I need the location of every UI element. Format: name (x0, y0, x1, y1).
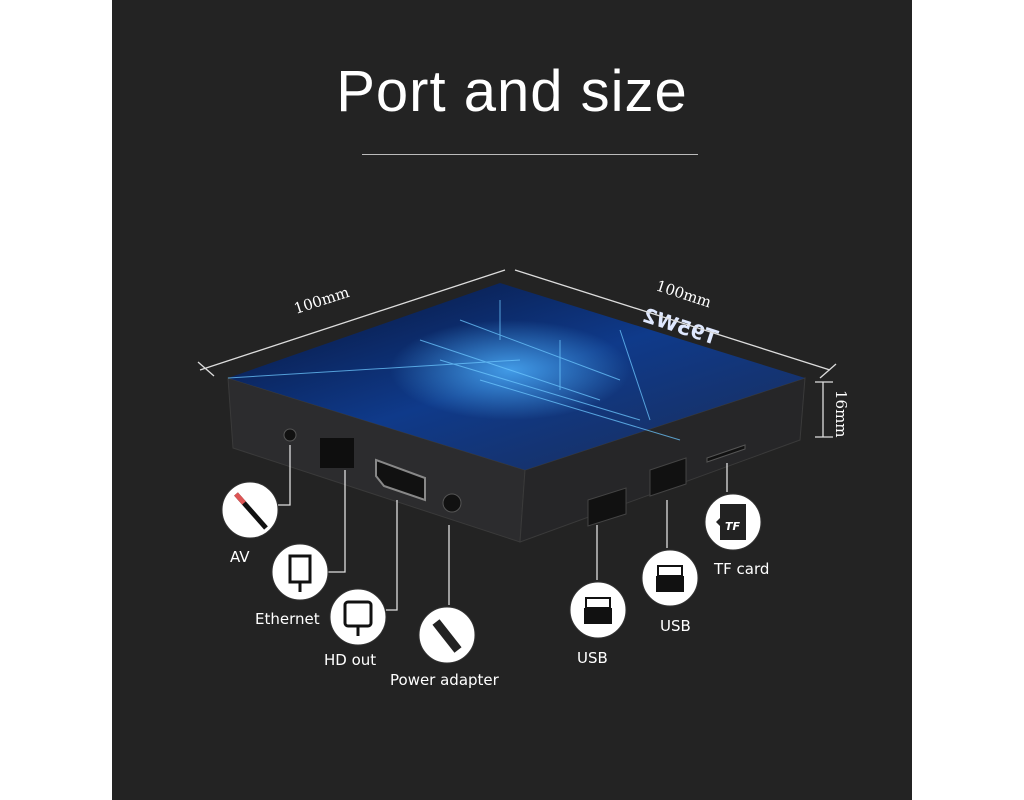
dimension-lines (197, 269, 837, 438)
hdmi-icon (329, 588, 387, 646)
label-power-adapter: Power adapter (390, 671, 500, 689)
height-label: 16mm (832, 390, 850, 438)
label-tf-card: TF card (713, 560, 769, 578)
power-plug-icon (418, 606, 476, 664)
usb-icon (569, 581, 627, 639)
tf-slot (706, 444, 746, 463)
title-divider (362, 154, 698, 155)
power-port (442, 493, 462, 513)
tf-icon-text: TF (725, 520, 741, 533)
usb-icon (641, 549, 699, 607)
label-ethernet: Ethernet (255, 610, 320, 628)
length-label: 100mm (292, 283, 352, 318)
usb-port-2 (649, 457, 687, 497)
page-title: Port and size (336, 59, 688, 124)
label-hd-out: HD out (324, 651, 376, 669)
label-usb-2: USB (660, 617, 691, 635)
av-plug-icon (221, 481, 279, 539)
ethernet-port (320, 438, 354, 468)
callout-lines (278, 445, 728, 611)
label-usb-1: USB (577, 649, 608, 667)
tf-card-icon: TF (704, 493, 762, 551)
circuit-lines (227, 300, 681, 441)
label-av: AV (230, 548, 250, 566)
ethernet-icon (271, 543, 329, 601)
av-port (283, 428, 297, 442)
usb-port-1 (587, 487, 627, 527)
width-label: 100mm (654, 277, 714, 312)
hdmi-port (375, 458, 426, 502)
